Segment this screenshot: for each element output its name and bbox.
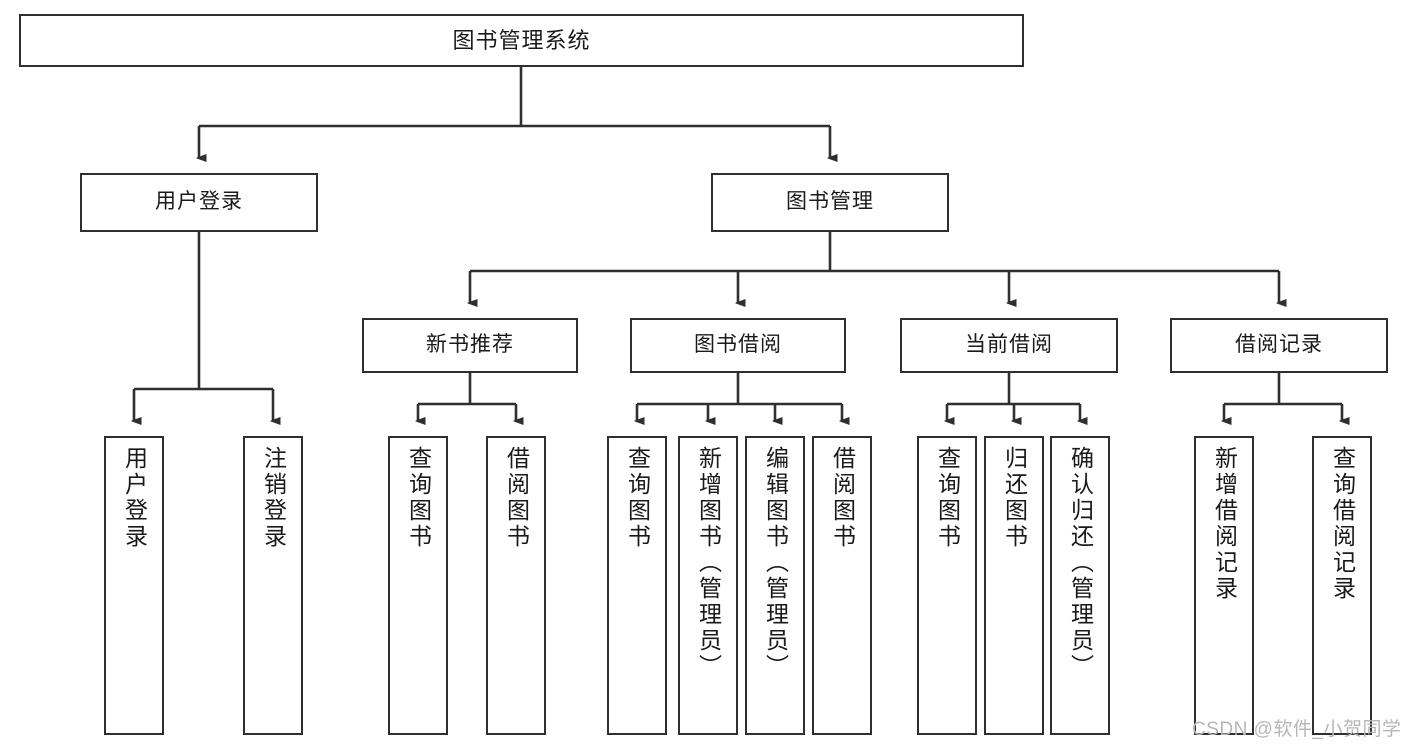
node-leaf-return-book[interactable]: 归还图书: [984, 436, 1044, 735]
node-leaf-add-record[interactable]: 新增借阅记录: [1194, 436, 1254, 735]
node-leaf-query-book-1[interactable]: 查询图书: [388, 436, 448, 735]
node-book-borrow[interactable]: 图书借阅: [630, 318, 846, 373]
node-leaf-user-login-label: 用户登录: [121, 446, 148, 550]
node-leaf-query-book-2-label: 查询图书: [624, 446, 651, 550]
node-new-book-rec-label: 新书推荐: [426, 333, 514, 357]
node-leaf-add-record-label: 新增借阅记录: [1211, 446, 1238, 602]
node-leaf-query-record[interactable]: 查询借阅记录: [1312, 436, 1372, 735]
node-leaf-logout[interactable]: 注销登录: [243, 436, 303, 735]
node-leaf-return-book-label: 归还图书: [1001, 446, 1028, 550]
node-leaf-borrow-book-2-label: 借阅图书: [829, 446, 856, 550]
node-book-manage-label: 图书管理: [786, 190, 874, 214]
node-leaf-query-book-3[interactable]: 查询图书: [917, 436, 977, 735]
node-borrow-record-label: 借阅记录: [1235, 333, 1323, 357]
node-leaf-edit-book[interactable]: 编辑图书（管理员）: [745, 436, 805, 735]
node-book-manage[interactable]: 图书管理: [711, 173, 949, 232]
node-current-borrow-label: 当前借阅: [965, 333, 1053, 357]
node-new-book-rec[interactable]: 新书推荐: [362, 318, 578, 373]
node-user-login[interactable]: 用户登录: [80, 173, 318, 232]
node-current-borrow[interactable]: 当前借阅: [900, 318, 1118, 373]
node-leaf-borrow-book-1[interactable]: 借阅图书: [486, 436, 546, 735]
node-leaf-user-login[interactable]: 用户登录: [104, 436, 164, 735]
node-root[interactable]: 图书管理系统: [19, 14, 1024, 67]
node-leaf-logout-label: 注销登录: [260, 446, 287, 550]
node-leaf-confirm-return[interactable]: 确认归还（管理员）: [1050, 436, 1110, 735]
csdn-watermark: CSDN @软件_小贺同学: [1192, 719, 1402, 740]
node-leaf-edit-book-label: 编辑图书（管理员）: [762, 446, 789, 680]
node-leaf-query-record-label: 查询借阅记录: [1329, 446, 1356, 602]
node-root-label: 图书管理系统: [452, 27, 591, 53]
node-book-borrow-label: 图书借阅: [694, 333, 782, 357]
node-leaf-add-book-label: 新增图书（管理员）: [695, 446, 722, 680]
node-user-login-label: 用户登录: [155, 190, 243, 214]
node-borrow-record[interactable]: 借阅记录: [1170, 318, 1388, 373]
node-leaf-borrow-book-1-label: 借阅图书: [503, 446, 530, 550]
node-leaf-add-book[interactable]: 新增图书（管理员）: [678, 436, 738, 735]
node-leaf-confirm-return-label: 确认归还（管理员）: [1067, 446, 1094, 680]
node-leaf-query-book-3-label: 查询图书: [934, 446, 961, 550]
node-leaf-query-book-1-label: 查询图书: [405, 446, 432, 550]
node-leaf-query-book-2[interactable]: 查询图书: [607, 436, 667, 735]
node-leaf-borrow-book-2[interactable]: 借阅图书: [812, 436, 872, 735]
